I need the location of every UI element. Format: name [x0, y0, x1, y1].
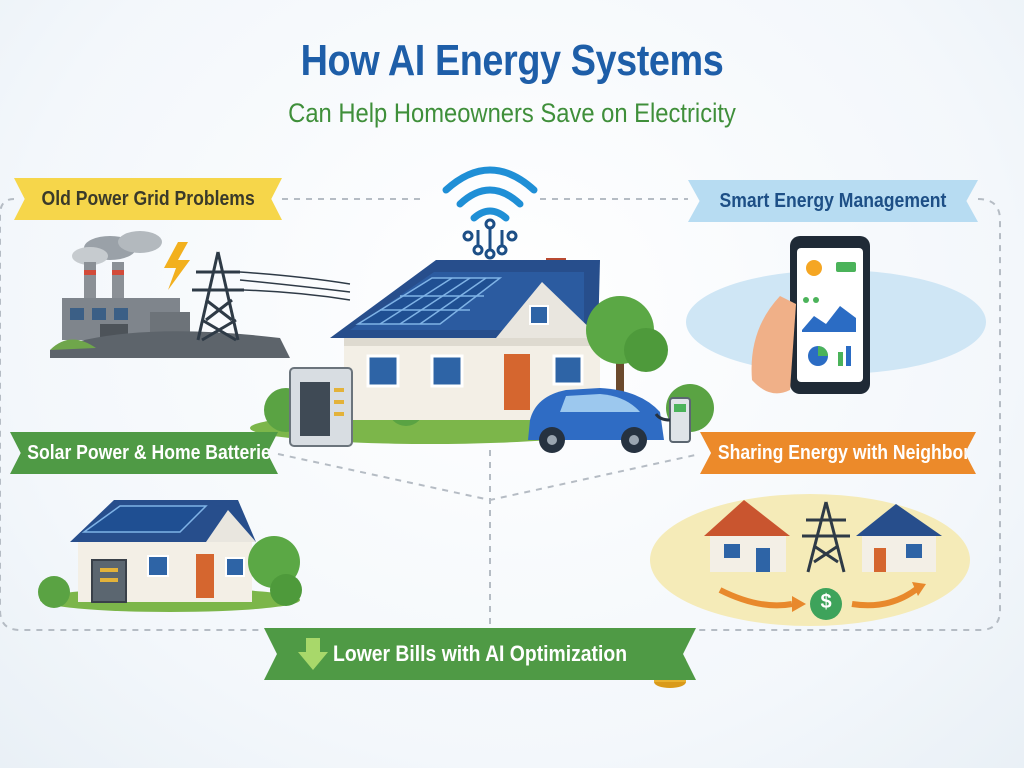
factory-illustration [50, 231, 290, 358]
page-subtitle: Can Help Homeowners Save on Electricity [288, 98, 736, 128]
dollar-sign: $ [820, 591, 832, 613]
banner-label: Smart Energy Management [719, 190, 947, 212]
power-tower-icon [192, 251, 351, 342]
lightning-icon [164, 242, 190, 290]
dashed-connectors [0, 198, 1001, 631]
banner-smart-energy-management: Smart Energy Management [688, 180, 978, 222]
page-title: How AI Energy Systems [300, 36, 724, 85]
solar-house-illustration [38, 500, 302, 612]
down-arrow-icon [298, 638, 328, 670]
home-battery-illustration [289, 367, 353, 447]
banner-lower-bills: Lower Bills with AI Optimization [264, 628, 696, 680]
banner-old-power-grid: Old Power Grid Problems [14, 178, 282, 220]
ai-wifi-icon [442, 166, 538, 222]
banner-label: Solar Power & Home Batteries [27, 442, 281, 464]
electric-car-illustration [528, 388, 664, 453]
banner-solar-batteries: Solar Power & Home Batteries [10, 432, 278, 474]
banner-label: Sharing Energy with Neighbors [717, 442, 980, 464]
banner-label: Lower Bills with AI Optimization [332, 641, 628, 666]
smartphone-illustration [686, 236, 986, 394]
neighbors-illustration [650, 494, 970, 626]
banner-label: Old Power Grid Problems [41, 188, 255, 210]
circuit-icon [462, 218, 518, 260]
banner-sharing-energy: Sharing Energy with Neighbors [700, 432, 976, 474]
ev-charger-icon [654, 397, 691, 443]
